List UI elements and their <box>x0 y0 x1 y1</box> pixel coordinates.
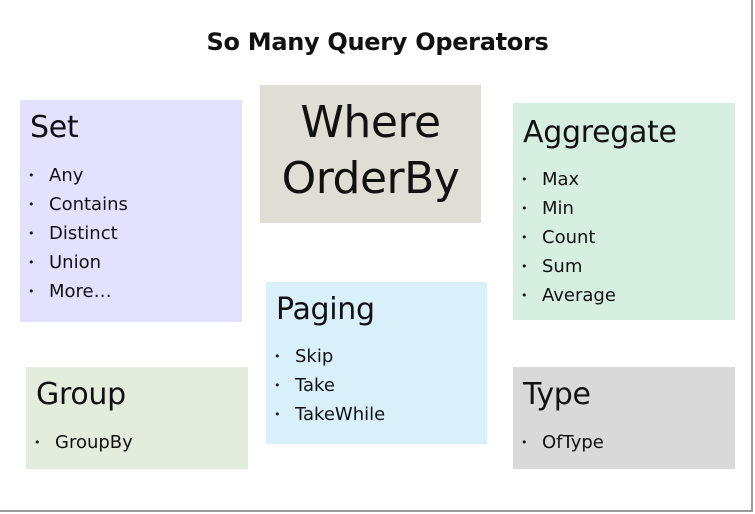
paging-item-skip: Skip <box>295 346 334 367</box>
bullet-icon: • <box>521 231 528 244</box>
bullet-icon: • <box>28 285 35 298</box>
aggregate-heading: Aggregate <box>523 115 677 150</box>
list-item: • Union <box>28 248 128 277</box>
list-item: • Average <box>521 281 616 310</box>
bullet-icon: • <box>28 198 35 211</box>
type-box: Type • OfType <box>513 367 735 469</box>
paging-item-take: Take <box>295 375 335 396</box>
slide-title: So Many Query Operators <box>206 28 549 56</box>
bullet-icon: • <box>521 289 528 302</box>
bullet-icon: • <box>274 379 281 392</box>
list-item: • TakeWhile <box>274 400 385 429</box>
list-item: • Min <box>521 194 616 223</box>
bullet-icon: • <box>274 350 281 363</box>
bullet-icon: • <box>521 202 528 215</box>
group-list: • GroupBy <box>34 428 133 457</box>
bullet-icon: • <box>34 436 41 449</box>
set-item-union: Union <box>49 252 102 273</box>
paging-item-takewhile: TakeWhile <box>295 404 386 425</box>
list-item: • Max <box>521 165 616 194</box>
orderby-label: OrderBy <box>281 153 460 204</box>
type-item-oftype: OfType <box>542 432 604 453</box>
bullet-icon: • <box>28 256 35 269</box>
list-item: • Take <box>274 371 385 400</box>
set-item-more: More… <box>49 281 112 302</box>
aggregate-box: Aggregate • Max • Min • Count • Sum • Average <box>513 103 735 320</box>
type-heading: Type <box>523 377 591 412</box>
set-list: • Any • Contains • Distinct • Union • More… <box>28 161 128 306</box>
set-item-distinct: Distinct <box>49 223 118 244</box>
list-item: • GroupBy <box>34 428 133 457</box>
aggregate-item-min: Min <box>542 198 574 219</box>
bullet-icon: • <box>521 436 528 449</box>
list-item: • Count <box>521 223 616 252</box>
aggregate-item-max: Max <box>542 169 580 190</box>
type-list: • OfType <box>521 428 604 457</box>
group-box: Group • GroupBy <box>26 367 248 469</box>
list-item: • More… <box>28 277 128 306</box>
bullet-icon: • <box>521 260 528 273</box>
list-item: • Contains <box>28 190 128 219</box>
bullet-icon: • <box>28 169 35 182</box>
paging-list: • Skip • Take • TakeWhile <box>274 342 385 429</box>
aggregate-list: • Max • Min • Count • Sum • Average <box>521 165 616 310</box>
bullet-icon: • <box>274 408 281 421</box>
list-item: • Sum <box>521 252 616 281</box>
set-heading: Set <box>30 110 79 145</box>
bullet-icon: • <box>28 227 35 240</box>
where-label: Where <box>300 97 441 148</box>
group-item-groupby: GroupBy <box>55 432 133 453</box>
aggregate-item-sum: Sum <box>542 256 583 277</box>
set-item-contains: Contains <box>49 194 128 215</box>
group-heading: Group <box>36 377 126 412</box>
list-item: • OfType <box>521 428 604 457</box>
set-item-any: Any <box>49 165 84 186</box>
where-orderby-box: Where OrderBy <box>260 85 481 223</box>
paging-heading: Paging <box>276 292 375 327</box>
aggregate-item-average: Average <box>542 285 616 306</box>
set-box: Set • Any • Contains • Distinct • Union • Mor… <box>20 100 242 322</box>
bullet-icon: • <box>521 173 528 186</box>
aggregate-item-count: Count <box>542 227 596 248</box>
paging-box: Paging • Skip • Take • TakeWhile <box>266 282 487 444</box>
list-item: • Skip <box>274 342 385 371</box>
list-item: • Distinct <box>28 219 128 248</box>
list-item: • Any <box>28 161 128 190</box>
